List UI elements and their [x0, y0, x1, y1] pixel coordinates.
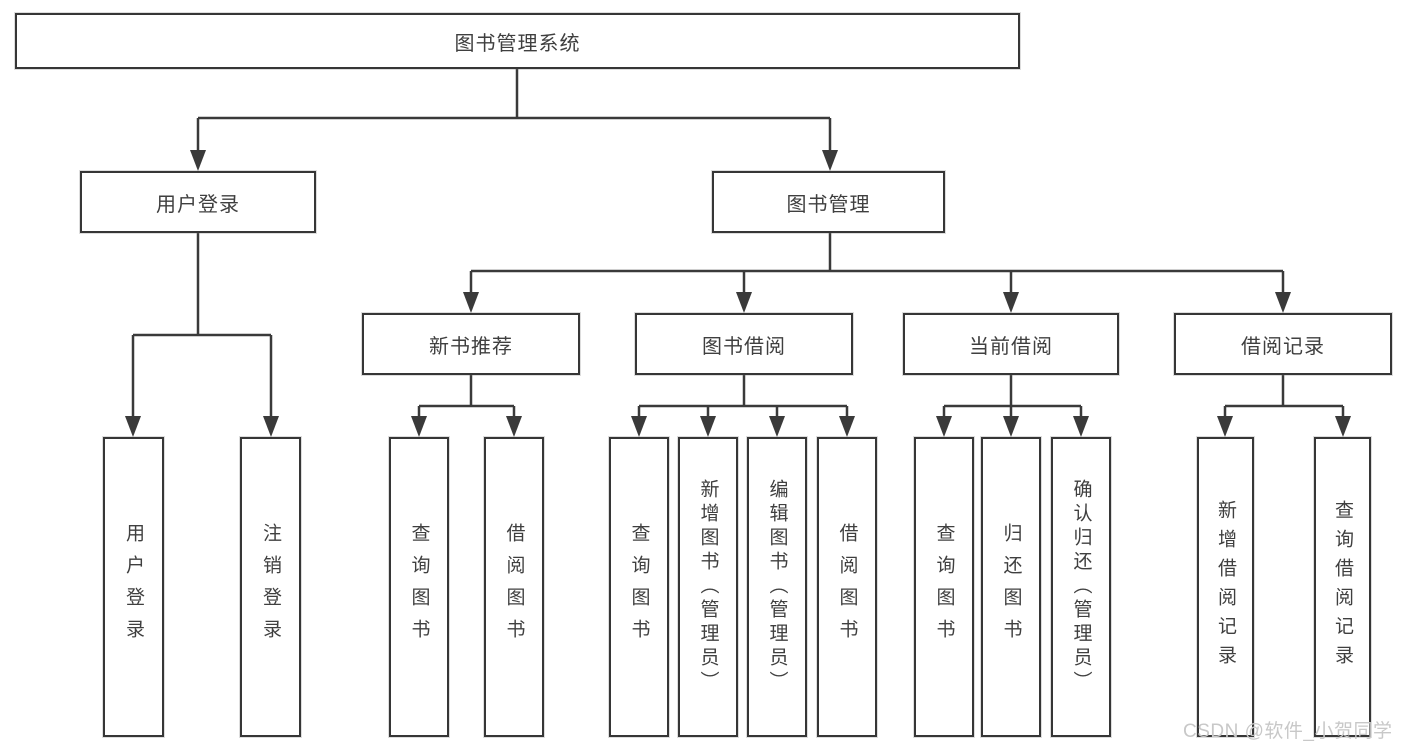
leaf-add-books-admin: 新增图书（管理员）	[678, 437, 738, 737]
csdn-watermark: CSDN @软件_小贺同学	[1183, 721, 1393, 742]
arrowheads	[125, 150, 1351, 437]
leaf-query-books-current: 查询图书	[914, 437, 974, 737]
node-root-system: 图书管理系统	[15, 13, 1020, 69]
node-current-borrowing: 当前借阅	[903, 313, 1119, 375]
leaf-return-books: 归还图书	[981, 437, 1041, 737]
leaf-query-borrow-record: 查询借阅记录	[1314, 437, 1371, 737]
leaf-borrow-books-recommend: 借阅图书	[484, 437, 544, 737]
node-new-book-recommend: 新书推荐	[362, 313, 580, 375]
connector-lines	[131, 69, 1345, 416]
leaf-query-books-borrowing: 查询图书	[609, 437, 669, 737]
node-book-borrowing: 图书借阅	[635, 313, 853, 375]
leaf-user-login: 用户登录	[103, 437, 164, 737]
node-user-login-module: 用户登录	[80, 171, 316, 233]
leaf-logout: 注销登录	[240, 437, 301, 737]
leaf-edit-books-admin: 编辑图书（管理员）	[747, 437, 807, 737]
leaf-borrow-books: 借阅图书	[817, 437, 877, 737]
leaf-add-borrow-record: 新增借阅记录	[1197, 437, 1254, 737]
leaf-query-books-recommend: 查询图书	[389, 437, 449, 737]
leaf-confirm-return-admin: 确认归还（管理员）	[1051, 437, 1111, 737]
node-book-management-module: 图书管理	[712, 171, 945, 233]
node-borrowing-records: 借阅记录	[1174, 313, 1392, 375]
